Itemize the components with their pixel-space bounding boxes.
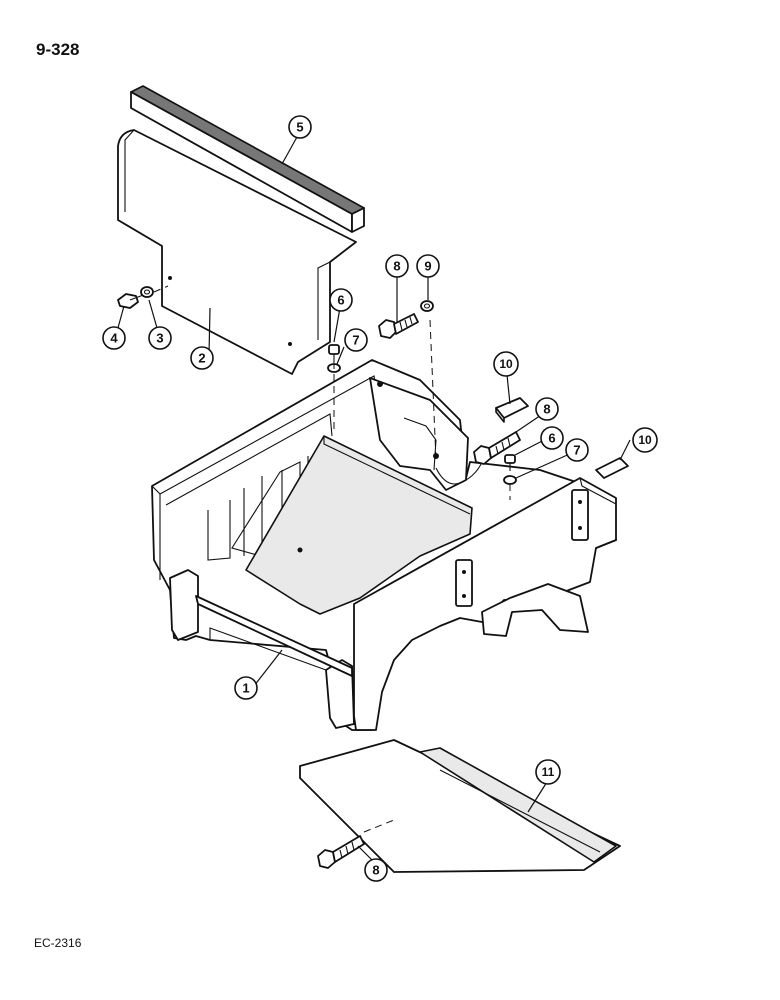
spacer-part-10-left [495, 397, 529, 423]
callout-6-left: 6 [329, 288, 353, 312]
callout-5: 5 [288, 115, 312, 139]
bolt-part-4 [117, 293, 147, 309]
callout-4-label: 4 [110, 331, 118, 346]
callout-7-left-label: 7 [352, 333, 359, 348]
screw-part-6-left [328, 344, 340, 362]
callout-10-right: 10 [632, 427, 658, 453]
callout-5-label: 5 [296, 120, 303, 135]
callout-3: 3 [148, 326, 172, 350]
callout-8-upper: 8 [385, 254, 409, 278]
callout-8-lower-label: 8 [372, 863, 379, 878]
callout-4: 4 [102, 326, 126, 350]
washer-part-9 [420, 300, 434, 312]
callout-3-label: 3 [156, 331, 163, 346]
callout-10-left-label: 10 [499, 357, 513, 371]
cover-plate-part-2 [117, 129, 357, 375]
callout-10-left: 10 [493, 351, 519, 377]
frame-part-1 [151, 359, 617, 731]
callout-9-label: 9 [424, 259, 431, 274]
callout-2-label: 2 [198, 351, 205, 366]
callout-11: 11 [535, 759, 561, 785]
seal-strip-part-5 [130, 85, 365, 233]
callout-8-upper-label: 8 [393, 259, 400, 274]
callout-6-right: 6 [540, 426, 564, 450]
drawing-code: EC-2316 [34, 936, 82, 950]
washer-part-7-right [503, 475, 517, 485]
callout-1: 1 [234, 676, 258, 700]
callout-8-middle: 8 [535, 397, 559, 421]
screw-part-6-right [504, 454, 516, 471]
spacer-part-10-right [595, 457, 629, 479]
callout-6-left-label: 6 [337, 293, 344, 308]
callout-7-left: 7 [344, 328, 368, 352]
callout-2: 2 [190, 346, 214, 370]
callout-1-label: 1 [242, 681, 249, 696]
callout-10-right-label: 10 [638, 433, 652, 447]
callout-8-middle-label: 8 [543, 402, 550, 417]
callout-7-right-label: 7 [573, 443, 580, 458]
page-number: 9-328 [36, 40, 80, 59]
callout-9: 9 [416, 254, 440, 278]
bolt-part-8-upper [378, 313, 419, 339]
callout-8-lower: 8 [364, 858, 388, 882]
bottom-plate-part-11 [299, 739, 621, 873]
washer-part-3 [140, 286, 154, 298]
callout-6-right-label: 6 [548, 431, 555, 446]
bolt-part-8-lower [317, 835, 365, 869]
callout-11-label: 11 [542, 765, 555, 779]
callout-7-right: 7 [565, 438, 589, 462]
bolt-part-8-middle [473, 431, 521, 465]
